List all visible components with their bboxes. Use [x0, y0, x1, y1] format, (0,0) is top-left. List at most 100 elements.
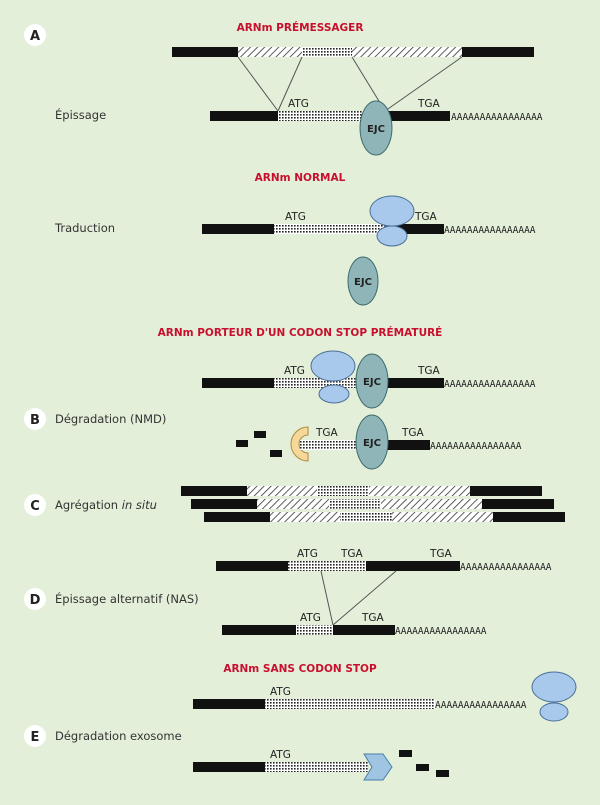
panel-d-badge: [24, 588, 46, 610]
nonstop-cds: [265, 699, 435, 709]
nas-pre-utr5: [216, 561, 288, 571]
ribosome-large-ptc: [310, 350, 356, 382]
premrna-exon-1: [172, 47, 238, 57]
title-sans-stop: ARNm SANS CODON STOP: [223, 663, 377, 675]
splice-lines-a: [237, 56, 463, 112]
label-degradation-exosome: Dégradation exosome: [55, 729, 182, 743]
normal-utr5: [202, 224, 274, 234]
agg-2-exon-2: [329, 499, 381, 509]
agg-2-intron-2: [381, 499, 482, 509]
ejc-a-label: EJC: [367, 124, 385, 135]
ribosome-large-nonstop: [531, 671, 577, 703]
label-degradation-nmd: Dégradation (NMD): [55, 412, 166, 426]
ptc-utr3: [358, 378, 444, 388]
degradation-fragments-b: [236, 431, 282, 457]
normal-cds: [274, 224, 386, 234]
ribosome-small-nonstop: [539, 702, 569, 722]
agg-1-exon-1: [181, 486, 247, 496]
agg-1-intron-1: [247, 486, 317, 496]
polya-nas: AAAAAAAAAAAAAAAA: [395, 626, 487, 637]
ejc-released: [347, 256, 379, 306]
codon-tga-normal: TGA: [414, 211, 438, 223]
nas-pre-exon-skip: [366, 561, 396, 571]
panel-a-letter: A: [30, 29, 40, 44]
premrna-exon-3: [462, 47, 534, 57]
spliced-exon-1: [210, 111, 278, 121]
polya-normal: AAAAAAAAAAAAAAAA: [444, 225, 536, 236]
title-normal: ARNm NORMAL: [255, 172, 346, 184]
ejc-nmd-label: EJC: [363, 438, 381, 449]
panel-b-letter: B: [30, 413, 40, 428]
ptc-utr5: [202, 378, 274, 388]
agg-3-exon-3: [493, 512, 565, 522]
polya-ptc: AAAAAAAAAAAAAAAA: [444, 379, 536, 390]
panel-c-badge: [24, 494, 46, 516]
codon-tga-ptc: TGA: [417, 365, 441, 377]
nas-pre-cds-1: [288, 561, 366, 571]
nmd-utr3: [358, 440, 430, 450]
codon-atg-exo: ATG: [270, 749, 291, 761]
panel-a-badge: [24, 24, 46, 46]
agg-3-intron-1: [270, 512, 340, 522]
ejc-nmd: [355, 414, 389, 470]
agg-3-exon-1: [204, 512, 270, 522]
exo-cds: [265, 762, 368, 772]
agg-2-intron-1: [257, 499, 329, 509]
codon-tga-nmd-premature: TGA: [315, 427, 339, 439]
label-epissage: Épissage: [55, 107, 106, 122]
agg-3-exon-2: [340, 512, 392, 522]
polya-nonstop: AAAAAAAAAAAAAAAA: [435, 700, 527, 711]
codon-tga-nas-pre-2: TGA: [429, 548, 453, 560]
agg-1-exon-2: [317, 486, 369, 496]
panel-e-badge: [24, 725, 46, 747]
panel-c-letter: C: [30, 499, 40, 514]
ejc-released-label: EJC: [354, 277, 372, 288]
agg-1-exon-3: [470, 486, 542, 496]
exo-utr5: [193, 762, 265, 772]
codon-atg-a: ATG: [288, 98, 309, 110]
ribosome-small-ptc: [318, 384, 350, 404]
label-epissage-alternatif: Épissage alternatif (NAS): [55, 591, 199, 606]
premrna-intron-1: [238, 47, 302, 57]
label-traduction: Traduction: [54, 221, 115, 235]
ribosome-small-normal: [376, 225, 408, 247]
agg-3-intron-2: [392, 512, 493, 522]
agg-1-intron-2: [369, 486, 470, 496]
polya-nas-pre: AAAAAAAAAAAAAAAA: [460, 562, 552, 573]
label-agregation-italic: in situ: [122, 498, 157, 512]
panel-e-letter: E: [31, 730, 40, 745]
exosome: [363, 753, 393, 781]
label-agregation: Agrégation in situ: [55, 498, 157, 512]
ribosome-large-normal: [369, 195, 415, 227]
polya-a: AAAAAAAAAAAAAAAA: [451, 112, 543, 123]
nmd-cds-remnant: [300, 440, 358, 450]
ejc-ptc-label: EJC: [363, 377, 381, 388]
nas-pre-utr3: [396, 561, 460, 571]
label-agregation-text: Agrégation: [55, 498, 118, 512]
panel-d-letter: D: [30, 593, 41, 608]
exonuclease: [290, 426, 309, 462]
splice-lines-d: [320, 570, 397, 626]
degradation-fragments-e: [399, 750, 449, 777]
nonstop-utr5: [193, 699, 265, 709]
codon-atg-ptc: ATG: [284, 365, 305, 377]
codon-tga-a: TGA: [417, 98, 441, 110]
codon-atg-normal: ATG: [285, 211, 306, 223]
agg-2-exon-3: [482, 499, 554, 509]
agg-2-exon-1: [191, 499, 257, 509]
ptc-cds: [274, 378, 358, 388]
polya-nmd: AAAAAAAAAAAAAAAA: [430, 441, 522, 452]
nas-utr5: [222, 625, 296, 635]
codon-atg-nas: ATG: [300, 612, 321, 624]
title-porteur: ARNm PORTEUR D'UN CODON STOP PRÉMATURÉ: [158, 326, 443, 339]
ejc-a: [359, 100, 393, 156]
codon-tga-nas: TGA: [361, 612, 385, 624]
normal-utr3: [386, 224, 444, 234]
nas-cds: [296, 625, 333, 635]
spliced-cds: [278, 111, 364, 121]
title-premessager: ARNm PRÉMESSAGER: [237, 21, 364, 34]
panel-b-badge: [24, 408, 46, 430]
